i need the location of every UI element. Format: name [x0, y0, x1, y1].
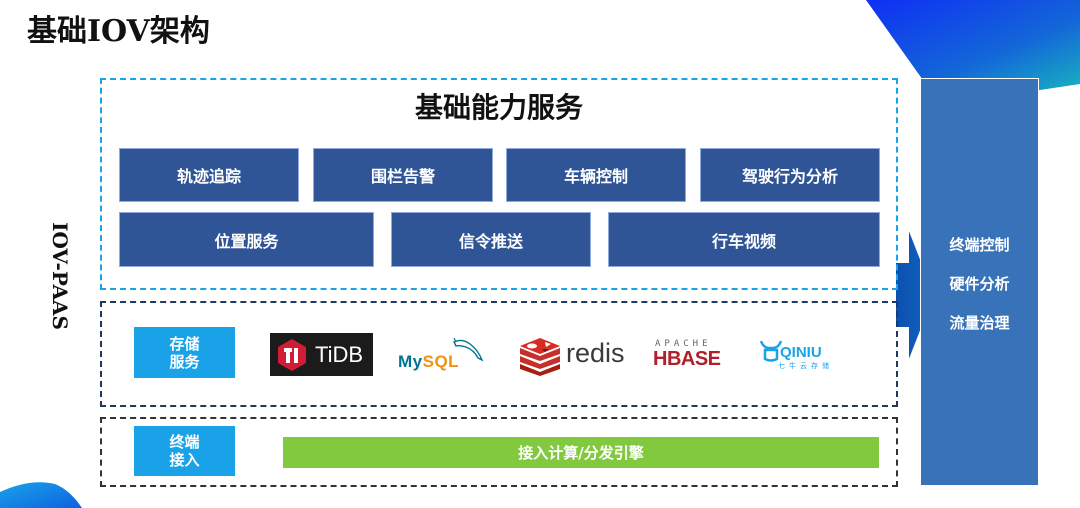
mysql-text-sql: SQL [422, 352, 460, 371]
qiniu-logo-subtitle: 七牛云存储 [778, 362, 833, 370]
right-panel [920, 78, 1039, 486]
side-label: IOV-PAAS [40, 196, 80, 356]
hbase-logo-text: HBASE [653, 348, 721, 370]
access-layer-box [100, 417, 898, 487]
capability-driving-behavior-analysis[interactable]: 驾驶行为分析 [700, 148, 880, 202]
access-tag-line-2: 接入 [169, 451, 200, 469]
qiniu-logo: QINIU 七牛云存储 [760, 337, 835, 375]
access-tag-line-1: 终端 [169, 433, 200, 451]
redis-cube-icon [520, 338, 560, 376]
right-item-hardware-analysis[interactable]: 硬件分析 [949, 275, 1010, 293]
redis-logo: redis [518, 336, 626, 376]
right-item-terminal-control[interactable]: 终端控制 [949, 236, 1010, 254]
qiniu-logo-text: QINIU [780, 344, 822, 361]
access-engine-bar[interactable]: 接入计算/分发引擎 [283, 437, 879, 468]
mysql-text-my: My [398, 352, 423, 371]
redis-logo-text: redis [566, 338, 625, 368]
capability-layer-title: 基础能力服务 [414, 91, 583, 124]
right-item-traffic-governance[interactable]: 流量治理 [949, 314, 1010, 332]
corner-shape-top-right [866, 0, 1080, 90]
capability-layer-box [100, 78, 898, 290]
capability-vehicle-control[interactable]: 车辆控制 [506, 148, 686, 202]
storage-service-tag: 存储 服务 [134, 327, 235, 378]
capability-fence-alarm[interactable]: 围栏告警 [313, 148, 493, 202]
storage-layer-box [100, 301, 898, 407]
storage-tag-line-2: 服务 [169, 352, 200, 371]
side-label-text: IOV-PAAS [48, 222, 72, 330]
page-title: 基础IOV架构 [27, 14, 210, 49]
mysql-logo-text: MySQL [398, 352, 459, 372]
qiniu-bull-icon [760, 340, 782, 362]
tidb-hexagon-icon [278, 338, 306, 371]
corner-shape-bottom-left [0, 482, 82, 508]
hbase-logo-apache: APACHE [655, 339, 712, 349]
tidb-logo-text: TiDB [315, 341, 364, 367]
mysql-dolphin-icon [453, 337, 484, 362]
capability-trajectory-tracking[interactable]: 轨迹追踪 [119, 148, 299, 202]
tidb-logo: TiDB [270, 333, 373, 376]
hbase-logo: APACHE HBASE [653, 339, 723, 373]
storage-tag-line-1: 存储 [169, 334, 200, 353]
capability-driving-video[interactable]: 行车视频 [608, 212, 880, 267]
terminal-access-tag: 终端 接入 [134, 426, 235, 476]
capability-signaling-push[interactable]: 信令推送 [391, 212, 591, 267]
mysql-logo: MySQL [398, 336, 490, 374]
capability-location-service[interactable]: 位置服务 [119, 212, 374, 267]
